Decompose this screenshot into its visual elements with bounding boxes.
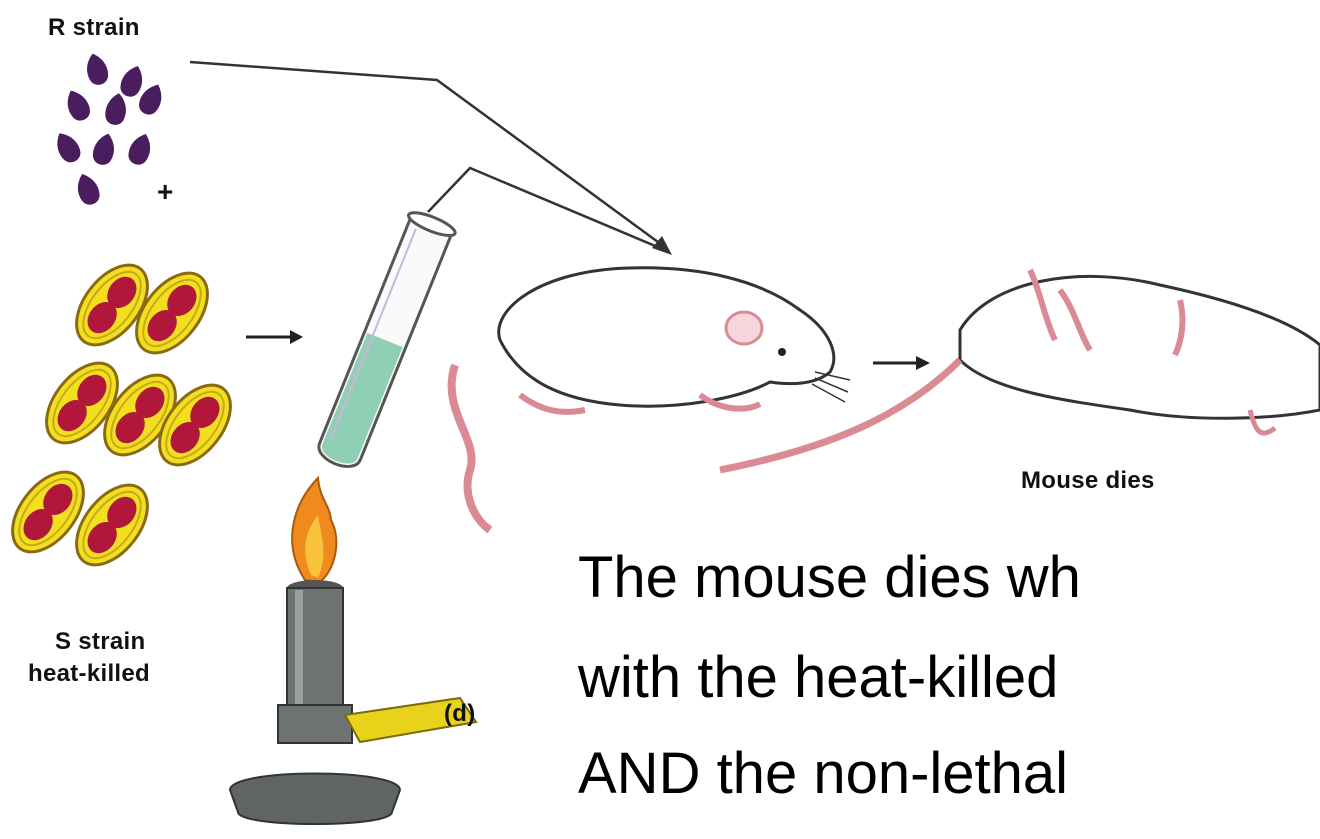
r-cell [62, 86, 94, 124]
caption-line-3: AND the non-lethal [578, 742, 1068, 806]
r-cell [83, 51, 111, 87]
arrow-mouse-to-dead [873, 356, 930, 370]
r-cell [51, 128, 85, 166]
bunsen-burner [230, 478, 476, 824]
r-cell [103, 92, 128, 127]
panel-label: (d) [444, 700, 476, 728]
r-strain-label: R strain [48, 14, 140, 42]
r-cell [125, 131, 155, 168]
caption-line-1: The mouse dies wh [578, 546, 1081, 610]
r-cell [117, 63, 147, 100]
mouse-dies-label: Mouse dies [1021, 467, 1155, 495]
s-strain-cells [0, 252, 245, 578]
r-cell [73, 171, 103, 208]
plus-sign: + [157, 176, 174, 208]
mouse-injected [452, 268, 850, 530]
arrow-to-tube [246, 330, 303, 344]
r-cell [90, 131, 118, 167]
tube-liquid [318, 333, 402, 468]
arrow-tube [428, 168, 660, 248]
heat-killed-label: heat-killed [28, 660, 150, 688]
r-strain-cells [51, 51, 168, 208]
test-tube [312, 208, 458, 473]
caption-line-2: with the heat-killed [578, 646, 1058, 710]
s-strain-label: S strain [55, 628, 145, 656]
